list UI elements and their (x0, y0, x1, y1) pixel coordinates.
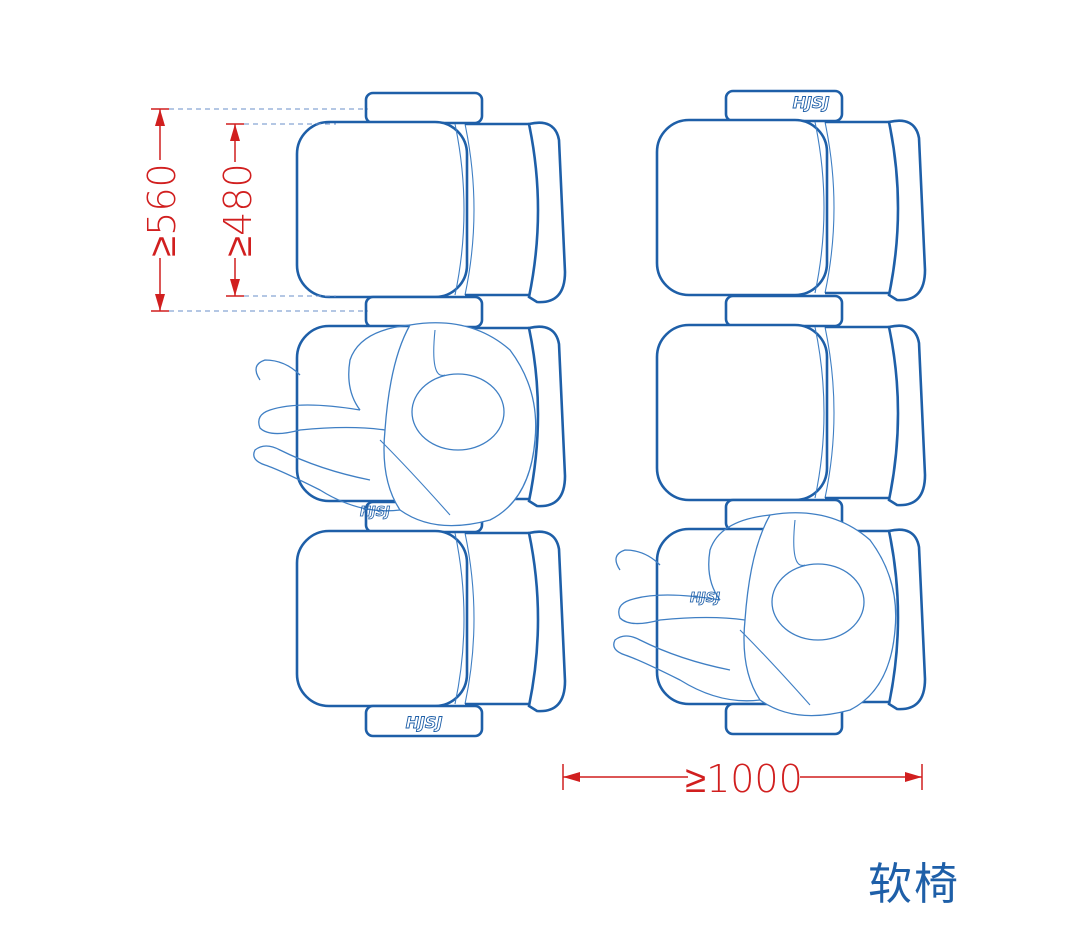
left-chair-row: HJSJ (295, 91, 567, 738)
dimension-label-1000: ≥1000 (685, 757, 803, 801)
dimension-label-480: ≥480 (216, 163, 260, 256)
dimension-seat-width (226, 123, 336, 297)
right-chair-row: HJSJ (655, 89, 927, 736)
chair-left-3 (295, 529, 567, 713)
dimension-seat-pitch (151, 108, 368, 312)
logo-right-top: HJSJ (793, 93, 830, 112)
dimension-label-560: ≥560 (140, 163, 184, 256)
dimension-row-spacing (562, 764, 923, 790)
chair-left-1 (295, 120, 567, 304)
person-left: HJSJ (253, 322, 537, 527)
logo-person-right: HJSJ (690, 591, 720, 606)
logo-person-left: HJSJ (360, 505, 390, 520)
person-right: HJSJ (613, 512, 897, 717)
logo-left-bottom: HJSJ (406, 713, 443, 732)
chair-right-1 (655, 118, 927, 302)
chair-right-2 (655, 323, 927, 507)
diagram-title: 软椅 (868, 859, 960, 910)
